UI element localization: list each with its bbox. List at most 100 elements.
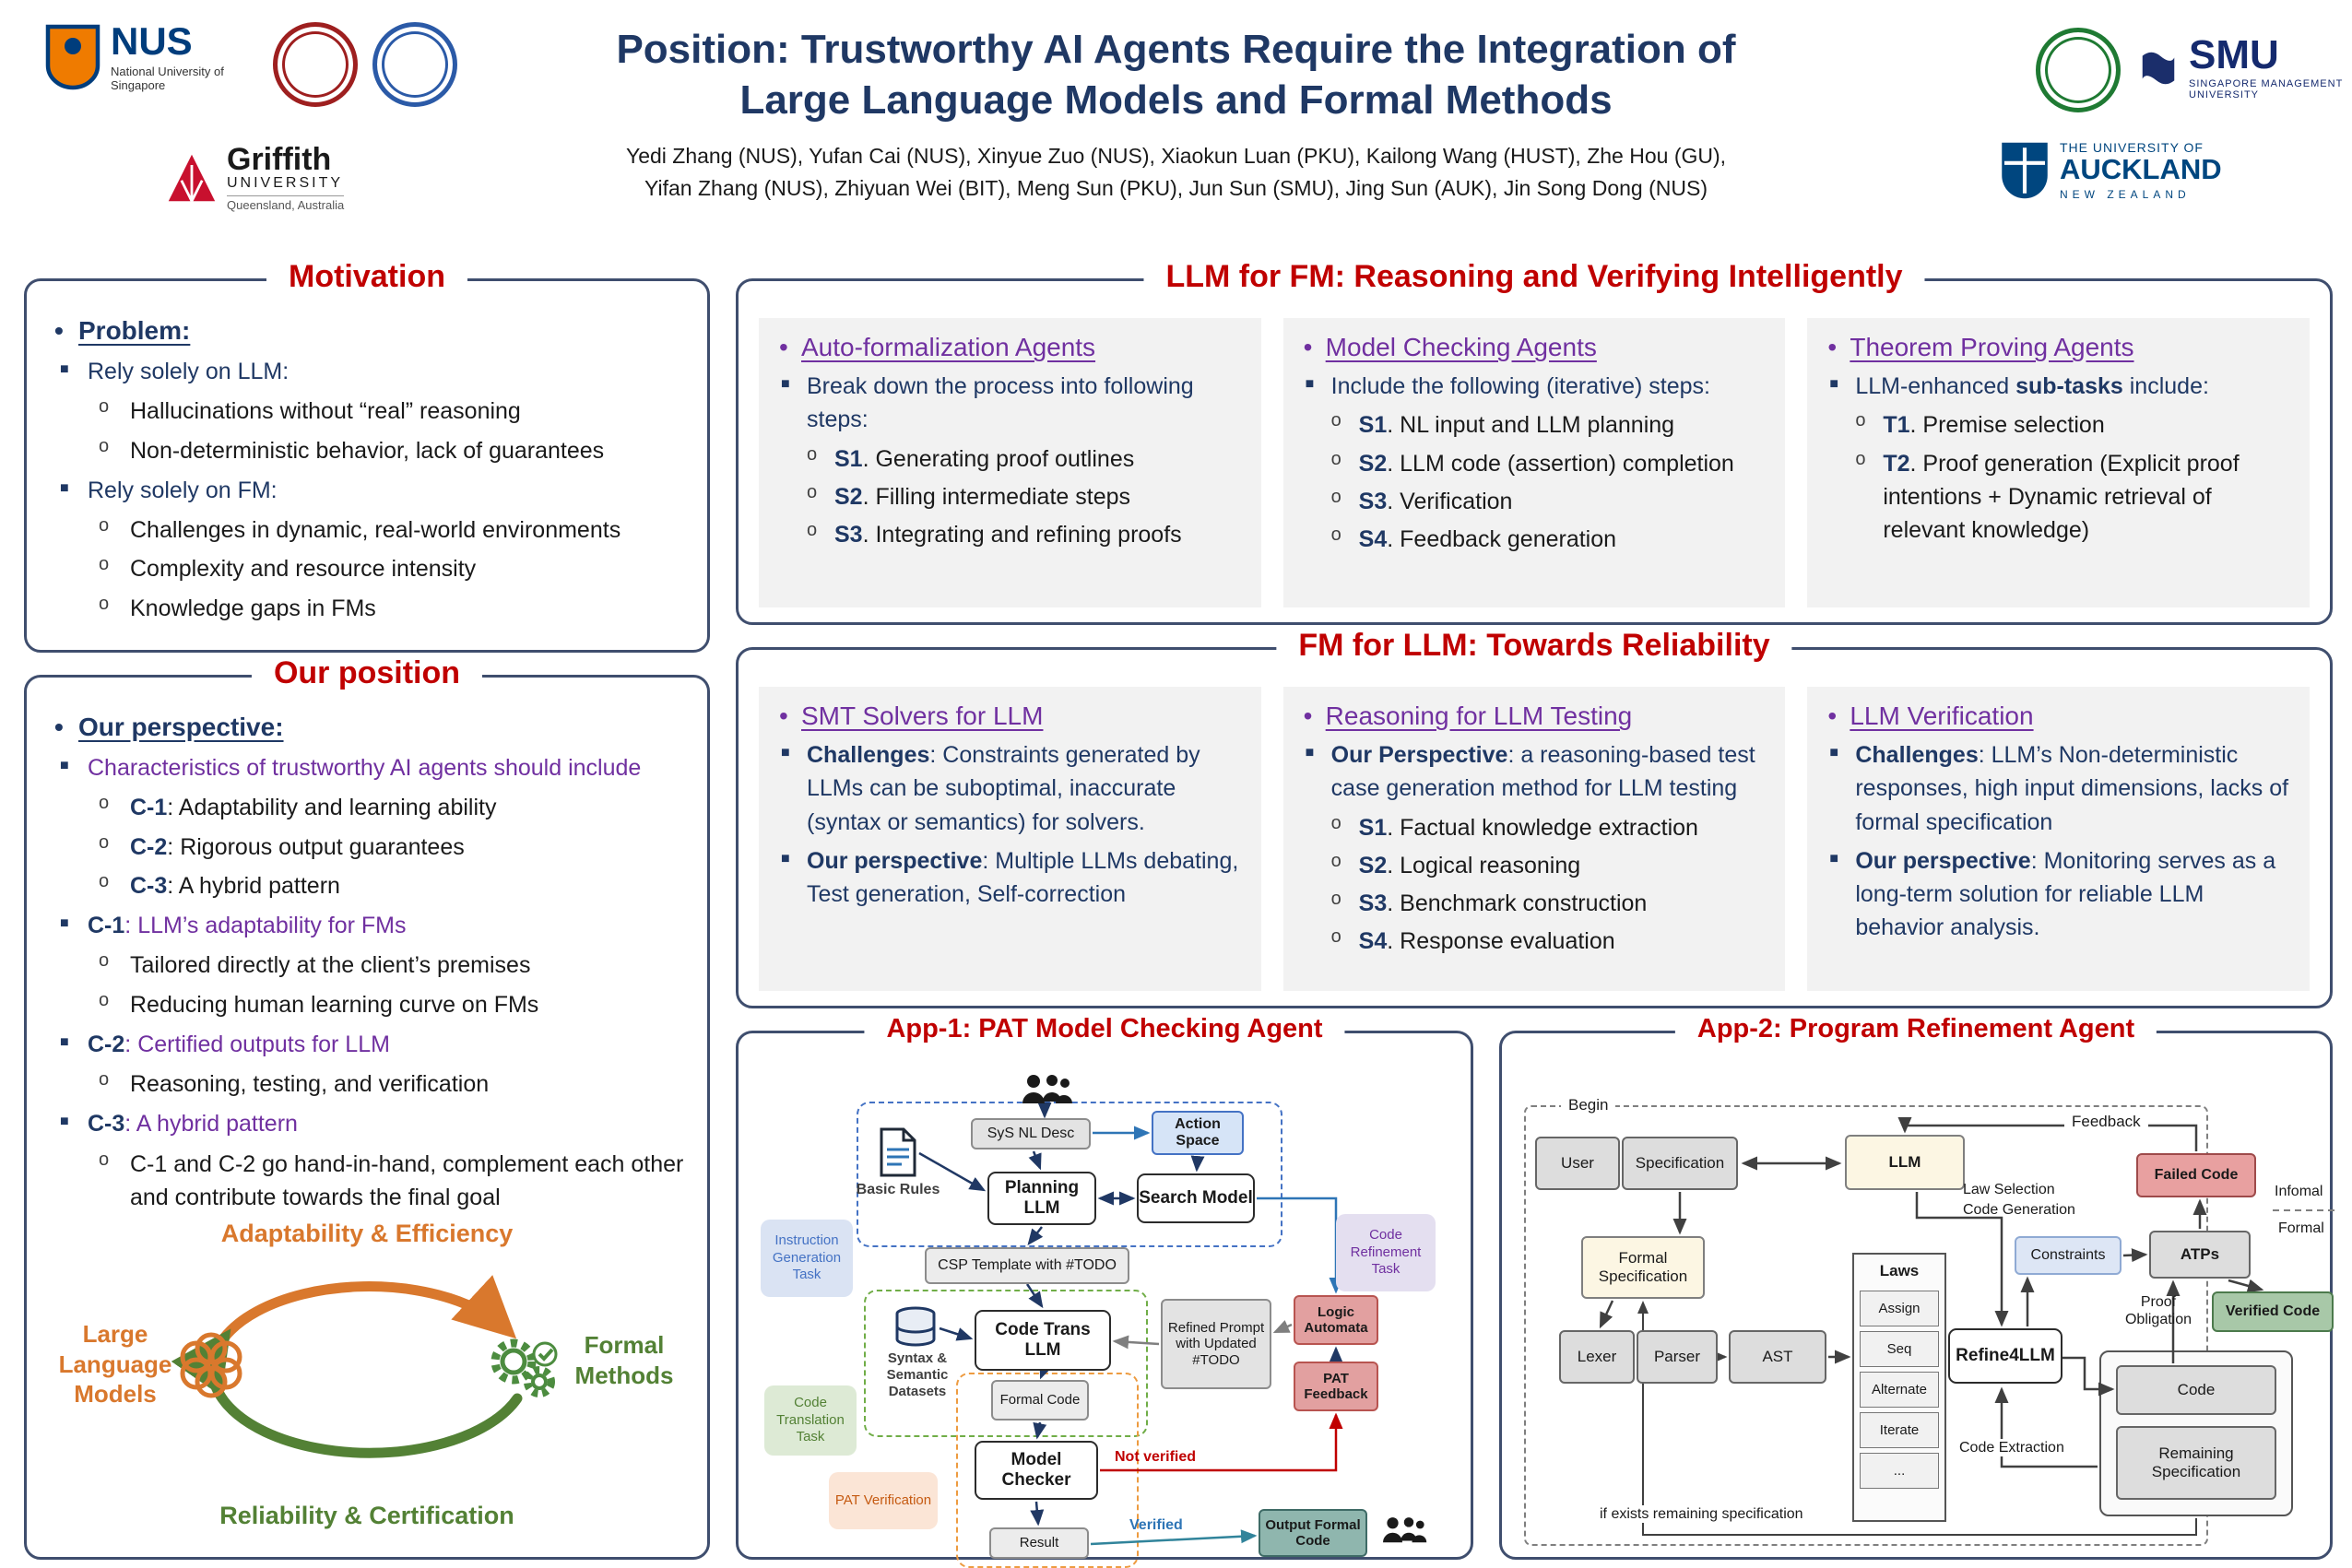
chip-code-refinement-task: Code Refinement Task bbox=[1336, 1214, 1436, 1291]
griffith-name: Griffith bbox=[227, 142, 332, 177]
app2-dashed-group bbox=[1524, 1105, 2208, 1546]
node-remaining-specification: Remaining Specification bbox=[2116, 1426, 2276, 1500]
label-code-extraction: Code Extraction bbox=[1956, 1439, 2068, 1457]
list-item: Reasoning, testing, and verification bbox=[47, 1067, 687, 1101]
app1-flowchart: SyS NL Desc Action Space Basic Rules Pla… bbox=[739, 1033, 1471, 1568]
panel-heading: Reasoning for LLM Testing bbox=[1298, 701, 1771, 731]
hust-logo-icon bbox=[372, 22, 457, 107]
llm-for-fm-title: LLM for FM: Reasoning and Verifying Inte… bbox=[1143, 259, 1925, 295]
panel-heading: SMT Solvers for LLM bbox=[774, 701, 1247, 731]
authors-line-1: Yedi Zhang (NUS), Yufan Cai (NUS), Xinyu… bbox=[625, 144, 1727, 168]
smu-sub: SINGAPORE MANAGEMENT UNIVERSITY bbox=[2189, 78, 2344, 100]
griffith-region: Queensland, Australia bbox=[227, 195, 345, 212]
list-item: T1. Premise selection bbox=[1822, 407, 2295, 442]
title-line-2: Large Language Models and Formal Methods bbox=[739, 77, 1613, 123]
label-if-exists-remaining-specification: if exists remaining specification bbox=[1594, 1505, 1809, 1524]
node-planning-llm: Planning LLM bbox=[987, 1172, 1096, 1225]
auckland-line2: AUCKLAND bbox=[2060, 153, 2222, 186]
list-item: Complexity and resource intensity bbox=[47, 551, 687, 585]
griffith-mark-icon bbox=[168, 154, 216, 202]
node-sys-nl-desc: SyS NL Desc bbox=[971, 1118, 1091, 1149]
our-position-title: Our position bbox=[251, 655, 483, 691]
label-syntax-semantic-datasets: Syntax & Semantic Datasets bbox=[886, 1350, 949, 1399]
bit-logo-icon bbox=[2036, 28, 2121, 112]
auckland-line1: THE UNIVERSITY OF bbox=[2060, 140, 2204, 156]
poster-title: Position: Trustworthy AI Agents Require … bbox=[498, 24, 1854, 125]
motivation-title: Motivation bbox=[266, 259, 467, 295]
list-item: S4. Response evaluation bbox=[1298, 924, 1771, 958]
users-icon bbox=[1022, 1075, 1072, 1103]
app2-section: App-2: Program Refinement Agent bbox=[1499, 1014, 2335, 1560]
llm-knot-icon bbox=[180, 1332, 242, 1398]
list-item: Tailored directly at the client’s premis… bbox=[47, 948, 687, 982]
list-item: C-1 and C-2 go hand-in-hand, complement … bbox=[47, 1147, 687, 1215]
label-not-verified: Not verified bbox=[1115, 1449, 1197, 1465]
panel-bullet: Our Perspective: a reasoning-based test … bbox=[1298, 738, 1771, 806]
panel-heading: Theorem Proving Agents bbox=[1822, 333, 2295, 362]
node-lexer: Lexer bbox=[1559, 1330, 1635, 1384]
nus-name: National University of Singapore bbox=[111, 65, 224, 92]
list-item: C-1: Adaptability and learning ability bbox=[47, 790, 687, 824]
database-icon bbox=[895, 1306, 936, 1347]
cycle-top-label: Adaptability & Efficiency bbox=[220, 1220, 514, 1247]
list-item: S2. Filling intermediate steps bbox=[774, 479, 1247, 513]
panel-reasoning-testing: Reasoning for LLM Testing Our Perspectiv… bbox=[1282, 687, 1786, 991]
griffith-logo: Griffith UNIVERSITY Queensland, Australi… bbox=[166, 142, 345, 212]
our-position-section: Our position Our perspective: Characteri… bbox=[24, 655, 710, 1560]
griffith-sub: UNIVERSITY bbox=[227, 175, 344, 191]
list-item: Challenges in dynamic, real-world enviro… bbox=[47, 513, 687, 547]
fm-for-llm-title: FM for LLM: Towards Reliability bbox=[1276, 628, 1792, 664]
laws-panel: Laws Assign Seq Alternate Iterate ... bbox=[1852, 1253, 1946, 1522]
smu-abbr: SMU bbox=[2189, 32, 2279, 77]
node-code: Code bbox=[2116, 1365, 2276, 1415]
label-feedback: Feedback bbox=[2064, 1113, 2148, 1132]
smu-logo: SMU SINGAPORE MANAGEMENT UNIVERSITY bbox=[2137, 35, 2346, 100]
node-constraints: Constraints bbox=[2015, 1236, 2122, 1275]
law-item: Iterate bbox=[1860, 1412, 1939, 1448]
node-pat-feedback: PAT Feedback bbox=[1294, 1362, 1378, 1411]
panel-theorem-proving: Theorem Proving Agents LLM-enhanced sub-… bbox=[1807, 318, 2311, 607]
label-proof-obligation: Proof Obligation bbox=[2124, 1294, 2192, 1328]
motivation-section: Motivation Problem: Rely solely on LLM: … bbox=[24, 259, 710, 653]
panel-auto-formalization: Auto-formalization Agents Break down the… bbox=[759, 318, 1261, 607]
smu-mark-icon bbox=[2142, 52, 2175, 84]
position-group-label: Characteristics of trustworthy AI agents… bbox=[47, 751, 687, 784]
node-specification: Specification bbox=[1622, 1137, 1738, 1190]
llm-for-fm-section: LLM for FM: Reasoning and Verifying Inte… bbox=[736, 259, 2333, 625]
panel-bullet: Our perspective: Monitoring serves as a … bbox=[1822, 844, 2295, 945]
list-item: S2. Logical reasoning bbox=[1298, 848, 1771, 882]
app2-flowchart: Begin User Specification LLM Feedback Fa… bbox=[1502, 1033, 2335, 1557]
app1-title: App-1: PAT Model Checking Agent bbox=[864, 1014, 1345, 1044]
position-group-label: C-2: Certified outputs for LLM bbox=[47, 1028, 687, 1061]
law-item: Assign bbox=[1860, 1291, 1939, 1326]
list-item: Non-deterministic behavior, lack of guar… bbox=[47, 432, 687, 467]
panel-bullet: Our perspective: Multiple LLMs debating,… bbox=[774, 844, 1247, 912]
node-code-trans-llm: Code Trans LLM bbox=[975, 1310, 1111, 1371]
list-item: S4. Feedback generation bbox=[1298, 522, 1771, 556]
law-item: ... bbox=[1860, 1453, 1939, 1489]
position-group-label: C-3: A hybrid pattern bbox=[47, 1107, 687, 1140]
panel-model-checking: Model Checking Agents Include the follow… bbox=[1282, 318, 1786, 607]
label-informal: Infomal bbox=[2275, 1184, 2323, 1199]
label-code-generation: Code Generation bbox=[1963, 1202, 2075, 1218]
node-result: Result bbox=[989, 1527, 1089, 1559]
nus-shield-icon bbox=[45, 24, 100, 90]
node-llm: LLM bbox=[1845, 1135, 1965, 1190]
node-ast: AST bbox=[1729, 1330, 1826, 1384]
node-output-formal-code: Output Formal Code bbox=[1259, 1509, 1367, 1557]
fm-gears-icon bbox=[490, 1338, 558, 1397]
node-formal-code: Formal Code bbox=[991, 1380, 1089, 1421]
authors-line-2: Yifan Zhang (NUS), Zhiyuan Wei (BIT), Me… bbox=[644, 175, 1708, 200]
list-item: Reducing human learning curve on FMs bbox=[47, 986, 687, 1021]
title-line-1: Position: Trustworthy AI Agents Require … bbox=[616, 27, 1736, 72]
node-atps: ATPs bbox=[2149, 1231, 2251, 1279]
translation-dashed-group bbox=[864, 1290, 1148, 1437]
cycle-right-label: Formal Methods bbox=[574, 1331, 674, 1389]
panel-heading: Model Checking Agents bbox=[1298, 333, 1771, 362]
node-formal-specification: Formal Specification bbox=[1581, 1236, 1705, 1299]
label-formal: Formal bbox=[2278, 1220, 2324, 1236]
motivation-group-label: Rely solely on LLM: bbox=[47, 355, 687, 388]
motivation-heading: Problem: bbox=[47, 316, 687, 346]
llm-fm-cycle-diagram: Adaptability & Efficiency bbox=[47, 1220, 687, 1544]
